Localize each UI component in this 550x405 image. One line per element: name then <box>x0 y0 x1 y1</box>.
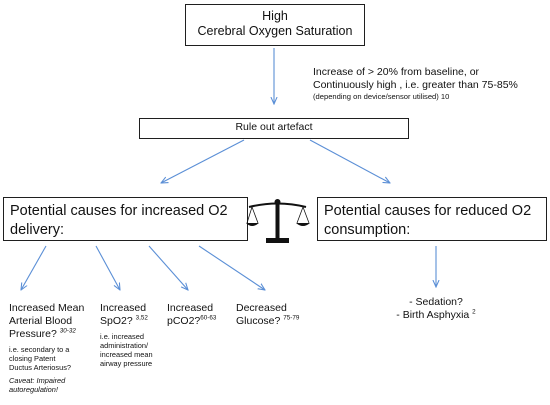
reduced-consumption-box: Potential causes for reduced O2 consumpt… <box>317 197 547 241</box>
cause-1-caveat-line-1: Caveat: Impaired <box>9 376 66 385</box>
cerebral-oxygen-label: Cerebral Oxygen Saturation <box>197 24 353 38</box>
reduced-consumption-line-1: Potential causes for reduced O2 <box>324 203 532 219</box>
reduced-consumption-line-2: consumption: <box>324 222 411 238</box>
high-label: High <box>262 9 288 23</box>
threshold-note: Increase of > 20% from baseline, or Cont… <box>313 66 549 102</box>
cause-1-title-line-3: Pressure? <box>9 328 57 340</box>
cause-1-title-line-2: Arterial Blood <box>9 315 73 327</box>
high-saturation-box: High Cerebral Oxygen Saturation <box>185 4 365 46</box>
cause-3-title-line-2: pCO2? <box>167 315 201 327</box>
cause-1-note-line-1: i.e. secondary to a <box>9 345 70 354</box>
birth-asphyxia-item: - Birth Asphyxia <box>396 309 470 321</box>
cause-spo2: Increased SpO2? 3,52 i.e. increased admi… <box>100 302 180 368</box>
cause-1-note-line-2: closing Patent <box>9 354 56 363</box>
cause-2-note-line-2: administration/ <box>100 341 149 350</box>
cause-4-title-line-1: Decreased <box>236 302 287 314</box>
cause-1-reference: 30-32 <box>59 327 76 335</box>
arrow-to-cause-4 <box>198 245 265 290</box>
arrow-to-cause-1 <box>21 245 47 290</box>
threshold-line-3: (depending on device/sensor utilised) 10 <box>313 92 450 101</box>
arrow-to-cause-3 <box>148 245 188 290</box>
cause-1-title-line-1: Increased Mean <box>9 302 85 314</box>
cause-4-title-line-2: Glucose? <box>236 315 281 327</box>
threshold-line-2: Continuously high , i.e. greater than 75… <box>313 79 518 91</box>
cause-4-reference: 75-79 <box>283 314 300 322</box>
rule-out-artefact-label: Rule out artefact <box>235 121 313 133</box>
balance-scale-icon <box>246 199 310 243</box>
cause-1-caveat-line-2: autoregulation! <box>9 385 58 394</box>
rule-out-artefact-box: Rule out artefact <box>139 118 409 139</box>
arrow-rule-out-to-right <box>309 139 390 183</box>
arrow-rule-out-to-left <box>161 139 245 183</box>
sedation-item: - Sedation? <box>409 296 463 308</box>
birth-asphyxia-reference: 2 <box>472 308 476 316</box>
increased-delivery-line-1: Potential causes for increased O2 <box>10 203 228 219</box>
increased-delivery-box: Potential causes for increased O2 delive… <box>3 197 248 241</box>
increased-delivery-line-2: delivery: <box>10 222 64 238</box>
cause-pco2: Increased pCO2?60-63 <box>167 302 237 328</box>
threshold-line-1: Increase of > 20% from baseline, or <box>313 66 480 78</box>
cause-blood-pressure: Increased Mean Arterial Blood Pressure? … <box>9 302 109 394</box>
cause-1-note-line-3: Ductus Arteriosus? <box>9 363 72 372</box>
cause-glucose: Decreased Glucose? 75-79 <box>236 302 326 328</box>
cause-2-title-line-2: SpO2? <box>100 315 133 327</box>
cause-2-note-line-4: airway pressure <box>100 359 153 368</box>
cause-2-note-line-1: i.e. increased <box>100 332 144 341</box>
cause-3-title-line-1: Increased <box>167 302 214 314</box>
cause-2-note-line-3: increased mean <box>100 350 153 359</box>
arrow-to-cause-2 <box>95 245 120 290</box>
cause-2-title-line-1: Increased <box>100 302 147 314</box>
cause-3-reference: 60-63 <box>200 314 217 322</box>
reduced-consumption-list: - Sedation? - Birth Asphyxia 2 <box>370 296 502 322</box>
cause-2-reference: 3,52 <box>135 314 148 322</box>
